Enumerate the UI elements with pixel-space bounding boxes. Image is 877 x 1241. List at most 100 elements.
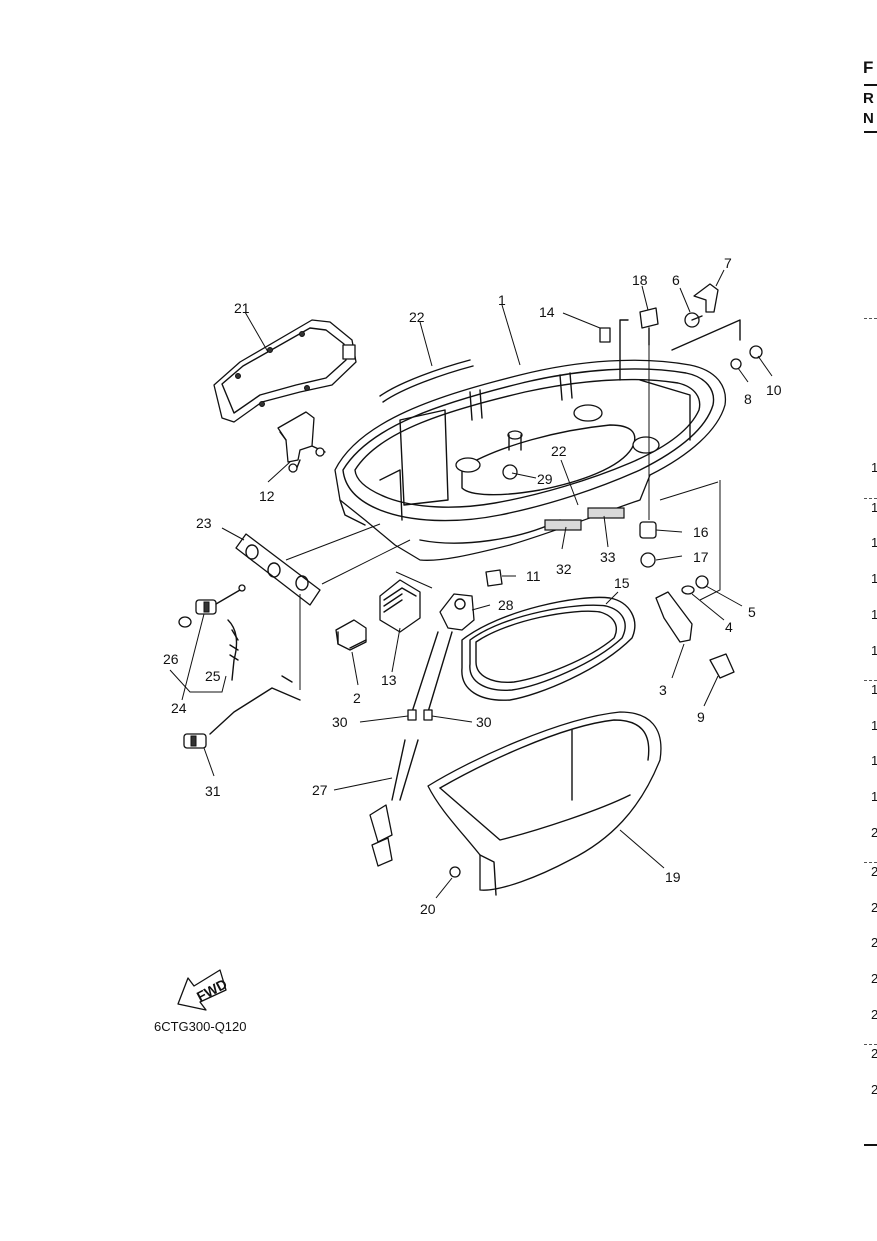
edge-letter: N bbox=[863, 110, 874, 127]
callout-labels: 1 2 3 4 5 6 7 8 9 10 11 12 13 14 15 16 1… bbox=[163, 255, 782, 917]
part-19-lower-pan bbox=[427, 711, 662, 896]
callout-16: 16 bbox=[693, 524, 709, 540]
part-1-bottom-cowling bbox=[334, 319, 741, 561]
edge-row-number: 1 bbox=[871, 460, 877, 475]
callout-4: 4 bbox=[725, 619, 733, 635]
callout-26: 26 bbox=[163, 651, 179, 667]
callout-12: 12 bbox=[259, 488, 275, 504]
callout-28: 28 bbox=[498, 597, 514, 613]
callout-7: 7 bbox=[724, 255, 732, 271]
part-30-rods bbox=[407, 631, 453, 721]
part-11-bolt bbox=[485, 569, 503, 587]
fwd-arrow-icon: FWD bbox=[177, 969, 230, 1011]
part-7-clip bbox=[693, 283, 719, 313]
callout-2: 2 bbox=[353, 690, 361, 706]
callout-32: 32 bbox=[556, 561, 572, 577]
callout-30a: 30 bbox=[332, 714, 348, 730]
callout-33: 33 bbox=[600, 549, 616, 565]
edge-row-number: 2 bbox=[871, 900, 877, 915]
callout-5: 5 bbox=[748, 604, 756, 620]
edge-row-number: 2 bbox=[871, 1007, 877, 1022]
callout-30b: 30 bbox=[476, 714, 492, 730]
edge-row-number: 1 bbox=[871, 643, 877, 658]
part-14-bolt bbox=[599, 327, 611, 343]
callout-13: 13 bbox=[381, 672, 397, 688]
edge-rule bbox=[864, 318, 877, 319]
part-25-clip bbox=[227, 619, 239, 681]
part-9-cap bbox=[709, 653, 735, 679]
part-18-bolt bbox=[639, 307, 659, 346]
callout-17: 17 bbox=[693, 549, 709, 565]
edge-row-number: 1 bbox=[871, 682, 877, 697]
edge-letter: R bbox=[863, 90, 874, 107]
edge-row-number: 1 bbox=[871, 607, 877, 622]
part-6-screw bbox=[684, 312, 703, 328]
edge-rule bbox=[864, 1144, 877, 1146]
callout-6: 6 bbox=[672, 272, 680, 288]
part-15-seal-ring bbox=[461, 596, 636, 701]
part-22-seal-strip bbox=[379, 359, 474, 403]
edge-row-number: 2 bbox=[871, 971, 877, 986]
edge-rule bbox=[864, 862, 877, 863]
part-3-bracket bbox=[655, 591, 693, 643]
edge-letter: F bbox=[863, 58, 874, 77]
edge-row-number: 1 bbox=[871, 718, 877, 733]
edge-row-number: 1 bbox=[871, 535, 877, 550]
callout-22a: 22 bbox=[409, 309, 425, 325]
part-23-gasket-plate bbox=[235, 533, 321, 606]
figure-code: 6CTG300-Q120 bbox=[154, 1019, 247, 1034]
part-12-bracket bbox=[277, 411, 326, 473]
part-16-grommet bbox=[639, 521, 657, 539]
callout-8: 8 bbox=[744, 391, 752, 407]
callout-11: 11 bbox=[526, 568, 541, 584]
part-2-grommet bbox=[335, 619, 367, 651]
edge-row-number: 2 bbox=[871, 935, 877, 950]
callout-24: 24 bbox=[171, 700, 187, 716]
part-29-grommet bbox=[502, 464, 518, 480]
part-17-plug bbox=[640, 552, 656, 568]
callout-29: 29 bbox=[537, 471, 553, 487]
callout-19: 19 bbox=[665, 869, 681, 885]
callout-23: 23 bbox=[196, 515, 212, 531]
edge-row-number: 2 bbox=[871, 1046, 877, 1061]
part-8-screw bbox=[730, 358, 742, 370]
part-13-block bbox=[379, 579, 421, 633]
part-10-nut bbox=[749, 345, 763, 359]
edge-row-number: 2 bbox=[871, 864, 877, 879]
part-24-fitting bbox=[195, 584, 246, 615]
edge-rule bbox=[864, 1044, 877, 1045]
edge-rule bbox=[864, 680, 877, 681]
edge-rule bbox=[864, 498, 877, 499]
leader-lines bbox=[169, 269, 773, 899]
edge-row-number: 1 bbox=[871, 571, 877, 586]
callout-21: 21 bbox=[234, 300, 250, 316]
edge-rule bbox=[864, 131, 877, 133]
callout-9: 9 bbox=[697, 709, 705, 725]
callout-18: 18 bbox=[632, 272, 648, 288]
callout-14: 14 bbox=[539, 304, 555, 320]
callout-1: 1 bbox=[498, 292, 506, 308]
callout-3: 3 bbox=[659, 682, 667, 698]
part-27-cable bbox=[369, 739, 419, 867]
callout-20: 20 bbox=[420, 901, 436, 917]
part-4-washer bbox=[681, 585, 695, 595]
edge-row-number: 1 bbox=[871, 789, 877, 804]
part-28-clamp bbox=[439, 593, 475, 631]
part-26-cap bbox=[178, 616, 192, 628]
edge-rule bbox=[864, 84, 877, 86]
callout-22b: 22 bbox=[551, 443, 567, 459]
callout-25: 25 bbox=[205, 668, 221, 684]
callout-31: 31 bbox=[205, 783, 221, 799]
edge-row-number: 1 bbox=[871, 500, 877, 515]
part-21-cover-plate bbox=[213, 319, 357, 423]
callout-15: 15 bbox=[614, 575, 630, 591]
part-20-screw bbox=[449, 866, 461, 878]
callout-10: 10 bbox=[766, 382, 782, 398]
callout-27: 27 bbox=[312, 782, 328, 798]
edge-row-number: 2 bbox=[871, 825, 877, 840]
edge-row-number: 2 bbox=[871, 1082, 877, 1097]
part-31-cable-fitting bbox=[183, 675, 301, 749]
edge-row-number: 1 bbox=[871, 753, 877, 768]
part-5-nut bbox=[695, 575, 709, 589]
